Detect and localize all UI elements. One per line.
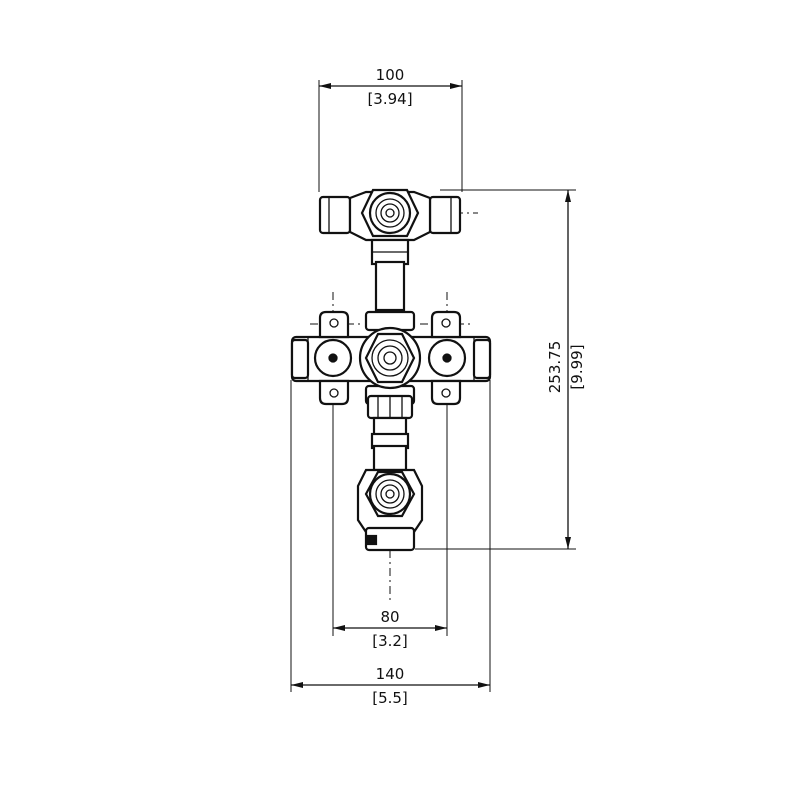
dimension-height: 253.75 [9.99] xyxy=(415,189,586,550)
overall-width-imperial: [5.5] xyxy=(372,689,408,707)
bottom-outlet-body xyxy=(356,468,424,552)
dimension-top-width: 100 [3.94] xyxy=(318,66,463,192)
overall-width-value: 140 xyxy=(376,665,405,683)
top-width-value: 100 xyxy=(376,66,405,84)
height-imperial: [9.99] xyxy=(568,344,586,389)
upper-pipe xyxy=(370,238,410,312)
inner-width-imperial: [3.2] xyxy=(372,632,408,650)
main-valve-body xyxy=(290,310,492,406)
top-outlet-body xyxy=(318,188,462,242)
dimension-inner-width: 80 [3.2] xyxy=(332,400,448,650)
lower-pipe xyxy=(366,394,414,472)
inner-width-value: 80 xyxy=(380,608,399,626)
height-value: 253.75 xyxy=(546,341,564,394)
dimension-overall-width: 140 [5.5] xyxy=(290,380,491,707)
top-width-imperial: [3.94] xyxy=(367,90,412,108)
